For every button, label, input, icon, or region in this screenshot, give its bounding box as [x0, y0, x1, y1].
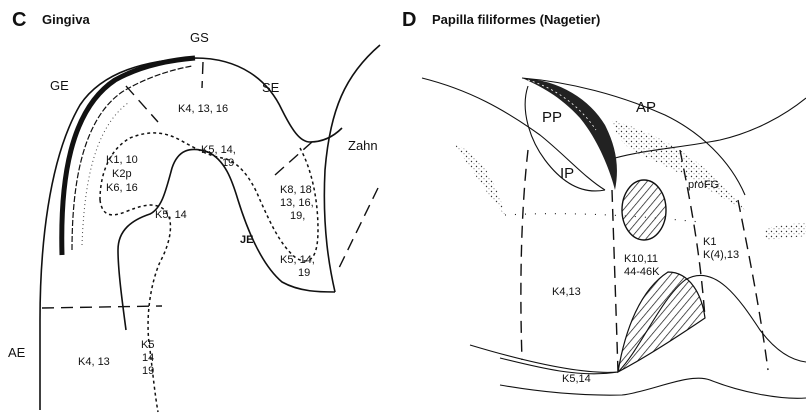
region-ap-label: AP — [636, 99, 656, 116]
keratin-label-right-3: 19, — [290, 210, 305, 222]
stipple-right — [765, 222, 806, 240]
papilla-boundary-4 — [738, 200, 768, 370]
papilla-outer-surface — [422, 78, 605, 190]
keratin-label-je-2: 19 — [298, 267, 310, 279]
papilla-keratin-base: K5,14 — [562, 373, 591, 385]
epithelium-outline — [208, 152, 335, 292]
stipple-left — [455, 145, 505, 215]
keratin-label-fold-2: 19 — [222, 157, 234, 169]
keratin-label-left-1: K1, 10 — [106, 154, 138, 166]
region-je-label: JE — [240, 234, 253, 246]
keratin-label-col-3: 19 — [142, 365, 154, 377]
tooth-surface — [324, 45, 380, 292]
keratin-label-inner: K5, 14 — [155, 209, 187, 221]
keratin-label-top: K4, 13, 16 — [178, 103, 228, 115]
keratin-label-left-3: K6, 16 — [106, 182, 138, 194]
papilla-keratin-mid-1: K10,11 — [624, 253, 658, 265]
papilla-keratin-right-2: K(4),13 — [703, 249, 739, 261]
granule-hatched-oval — [622, 180, 666, 240]
granule-hatched-base — [618, 272, 705, 372]
keratin-label-right-2: 13, 16, — [280, 197, 314, 209]
boundary-zahn — [338, 188, 378, 270]
papilla-base-line-upper — [500, 358, 618, 374]
region-ge-label: GE — [50, 78, 69, 93]
keratin-label-col-2: 14 — [142, 352, 154, 364]
panel-c-title: Gingiva — [42, 12, 90, 27]
region-ae-label: AE — [8, 345, 26, 360]
boundary-gs — [202, 62, 203, 88]
keratin-label-fold-1: K5, 14, — [201, 144, 236, 156]
panel-d-title: Papilla filiformes (Nagetier) — [432, 12, 600, 27]
dotted-row — [505, 214, 700, 222]
papilla-keratin-right-1: K1 — [703, 236, 716, 248]
region-se-label: SE — [262, 80, 280, 95]
keratin-label-left-2: K2p — [112, 168, 132, 180]
region-gs-label: GS — [190, 30, 209, 45]
panel-c-gingiva: C Gingiva GS GE SE Zahn JE AE K4, 13, 16… — [8, 9, 380, 412]
papilla-keratin-mid-2: 44-46K — [624, 266, 660, 278]
keratin-label-right-1: K8, 18 — [280, 184, 312, 196]
boundary-ge — [126, 86, 158, 122]
region-ip-label: IP — [560, 165, 574, 182]
boundary-se — [275, 142, 312, 175]
panel-d-papilla: D Papilla filiformes (Nagetier) PP AP IP — [402, 9, 806, 398]
region-pp-label: PP — [542, 109, 562, 126]
papilla-boundary-1 — [521, 150, 528, 360]
region-zahn-label: Zahn — [348, 138, 378, 153]
region-profg-label: proFG — [688, 179, 719, 191]
boundary-ae — [42, 306, 162, 308]
panel-c-letter: C — [12, 9, 26, 31]
papilla-boundary-2 — [612, 190, 618, 372]
papilla-base-line-lower — [500, 378, 806, 398]
keratin-label-col-1: K5 — [141, 339, 154, 351]
panel-d-letter: D — [402, 9, 416, 31]
keratin-label-je-1: K5, 14, — [280, 254, 315, 266]
papilla-keratin-left: K4,13 — [552, 286, 581, 298]
keratin-label-bottom: K4, 13 — [78, 356, 110, 368]
